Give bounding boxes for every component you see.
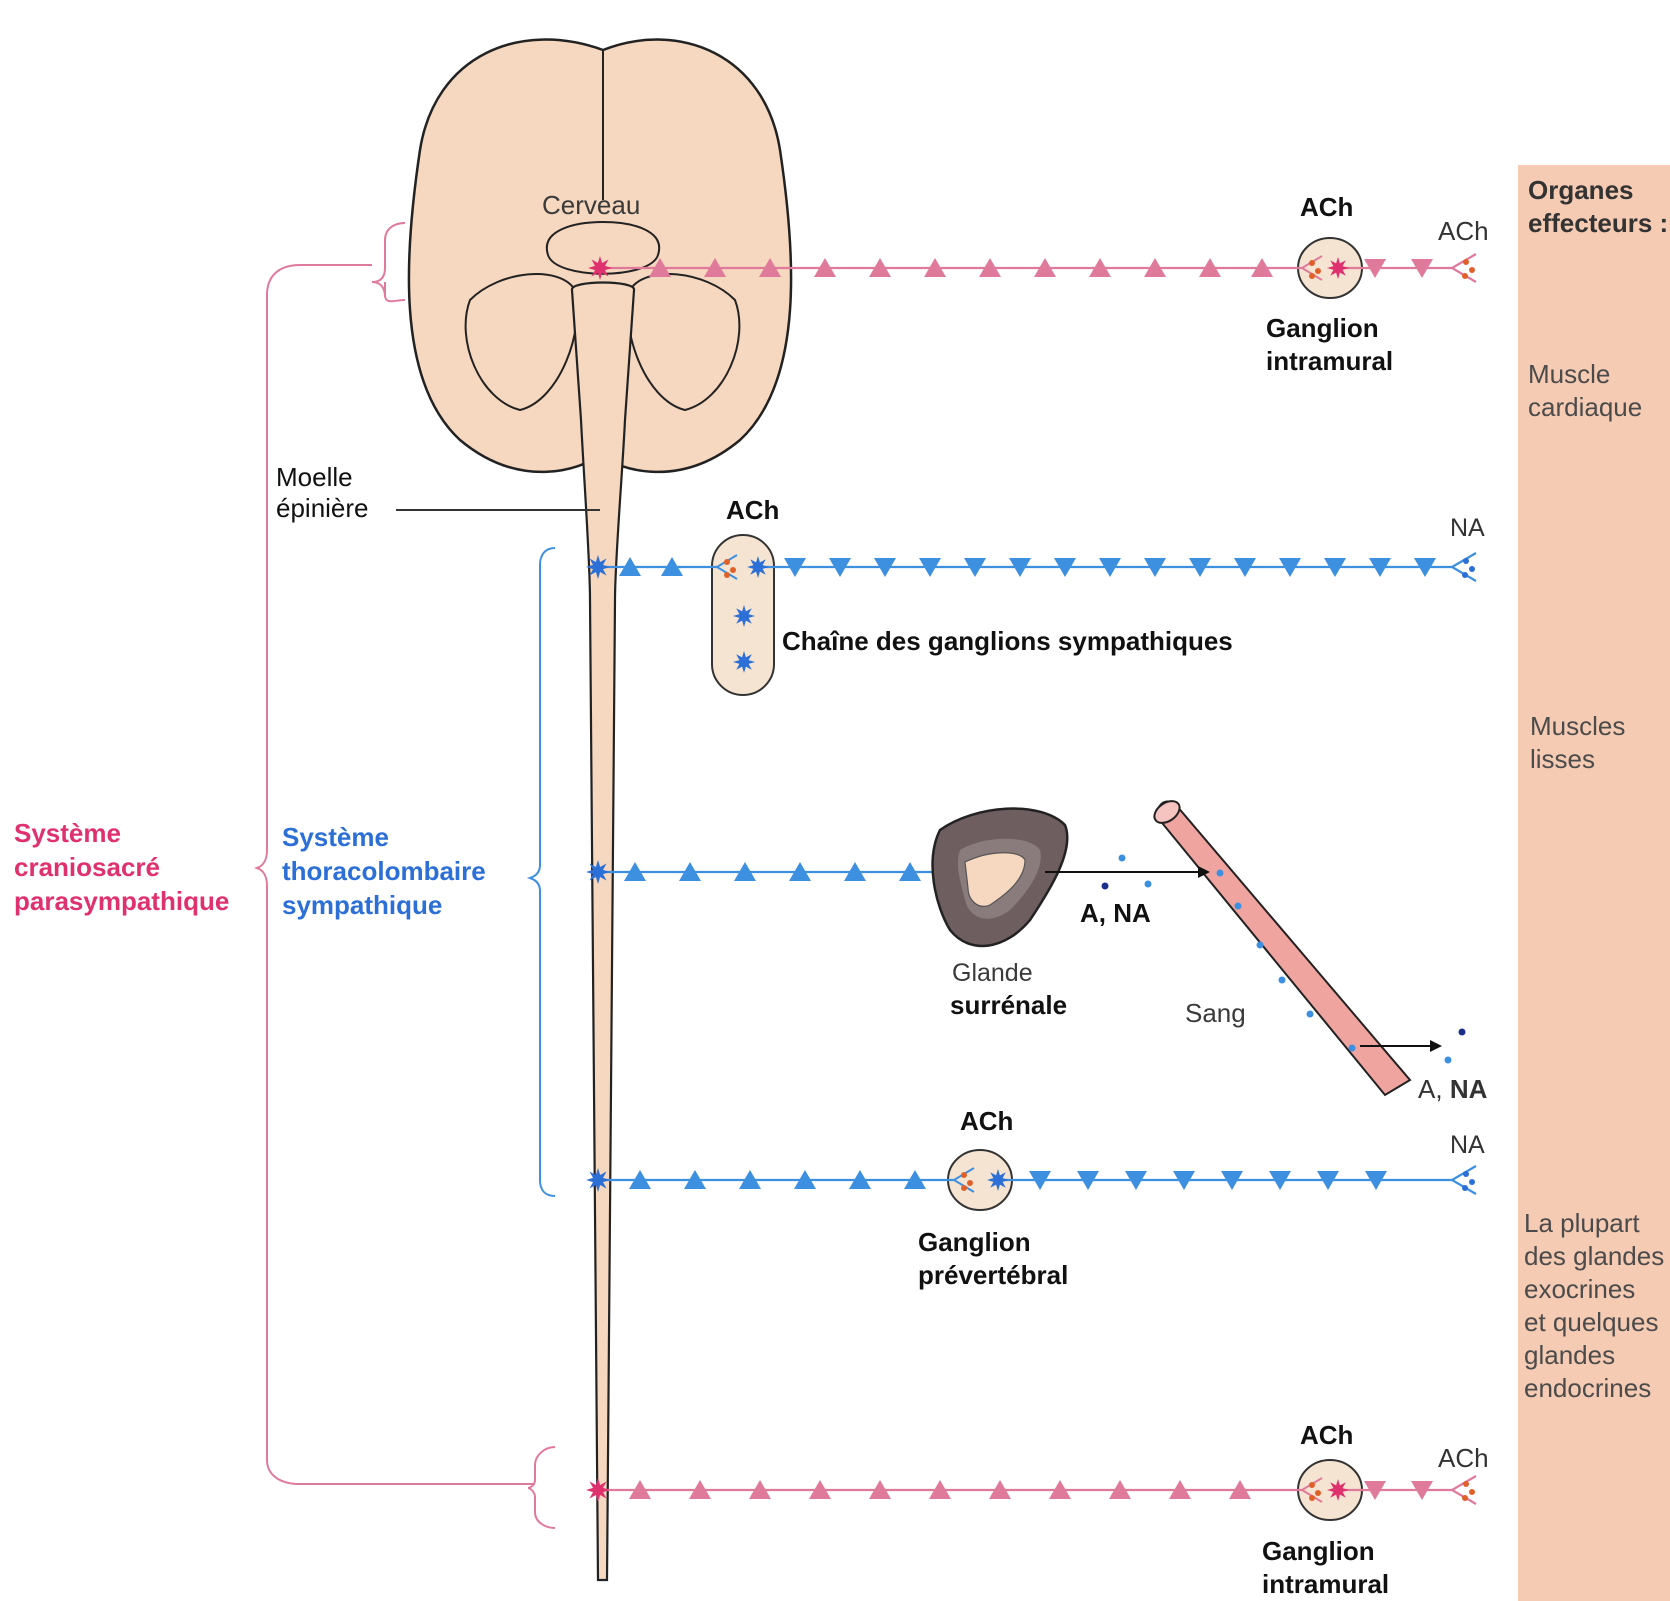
ach-label-top-ganglion: ACh [1300, 192, 1353, 223]
adrenal-release-label: A, NA [1080, 898, 1151, 929]
synapse-chain-vesicle [724, 559, 730, 565]
effector-glands: La plupart des glandes exocrines et quel… [1524, 1207, 1664, 1405]
sympathetic-system-label: Système thoracolombaire sympathique [282, 820, 486, 922]
effector-terminal-bottom-vesicle [1463, 1481, 1469, 1487]
synapse-chain-vesicle [724, 572, 730, 578]
spinal-cord-label: Moelle épinière [276, 462, 369, 524]
parasympathetic-system-label: Système craniosacré parasympathique [14, 816, 229, 918]
ach-label-bottom-ganglion: ACh [1300, 1420, 1353, 1451]
ganglion-neuron-top [1327, 257, 1349, 279]
synapse-top-ganglion-vesicle [1309, 273, 1315, 279]
neuron-cell-body-chain [586, 555, 610, 579]
ganglion-intramural-top-label: Ganglion intramural [1266, 312, 1393, 378]
synapse-bottom-ganglion-vesicle [1315, 1490, 1321, 1496]
ach-label-prevertebral: ACh [960, 1106, 1013, 1137]
sympathetic-bracket [530, 548, 555, 1196]
sympathetic-chain-label: Chaîne des ganglions sympathiques [782, 626, 1233, 657]
synapse-prevertebral-vesicle [961, 1172, 967, 1178]
effector-cardiac-muscle: Muscle cardiaque [1528, 358, 1642, 424]
effector-terminal-top-vesicle [1462, 273, 1468, 279]
effector-terminal-prevertebral-vesicle [1469, 1179, 1475, 1185]
synapse-bottom-ganglion-vesicle [1309, 1482, 1315, 1488]
effector-terminal-top-vesicle [1469, 267, 1475, 273]
ganglion-prevertebral-label: Ganglion prévertébral [918, 1226, 1068, 1292]
effector-terminal-prevertebral-vesicle [1462, 1185, 1468, 1191]
effector-terminal-bottom-vesicle [1462, 1495, 1468, 1501]
na-label-prevertebral-effector: NA [1450, 1130, 1485, 1160]
effector-terminal-chain-vesicle [1463, 558, 1469, 564]
ganglion-intramural-bottom-label: Ganglion intramural [1262, 1535, 1389, 1601]
synapse-prevertebral-vesicle [967, 1180, 973, 1186]
blood-release-label: A, NA [1418, 1074, 1487, 1105]
blood-vessel [1150, 797, 1410, 1095]
effector-terminal-prevertebral-vesicle [1463, 1171, 1469, 1177]
na-label-chain-effector: NA [1450, 513, 1485, 543]
neuron-cell-body-prevertebral [586, 1168, 610, 1192]
synapse-bottom-ganglion-vesicle [1309, 1495, 1315, 1501]
blood-label: Sang [1185, 998, 1246, 1029]
synapse-top-ganglion-vesicle [1315, 268, 1321, 274]
adrenal-gland [933, 809, 1068, 946]
ganglion-neuron-bottom [1327, 1479, 1349, 1501]
ganglion-neuron-chain-3 [733, 651, 755, 673]
effector-terminal-chain-vesicle [1469, 566, 1475, 572]
adrenal-gland-label-line1: Glande [952, 958, 1033, 988]
brain-label: Cerveau [542, 190, 640, 221]
effector-terminal-bottom-vesicle [1469, 1489, 1475, 1495]
spinal-cord [572, 283, 634, 1581]
ach-label-top-effector: ACh [1438, 216, 1489, 247]
synapse-top-ganglion-vesicle [1309, 260, 1315, 266]
ach-label-chain: ACh [726, 495, 779, 526]
adrenal-gland-label-line2: surrénale [950, 990, 1067, 1021]
effector-terminal-top-vesicle [1463, 259, 1469, 265]
effector-terminal-chain-vesicle [1462, 572, 1468, 578]
effectors-title: Organes effecteurs : [1528, 174, 1668, 240]
neuron-cell-body-bottom [586, 1478, 610, 1502]
ganglion-neuron-chain [747, 556, 769, 578]
effector-smooth-muscle: Muscles lisses [1530, 710, 1625, 776]
ach-label-bottom-effector: ACh [1438, 1443, 1489, 1474]
synapse-prevertebral-vesicle [961, 1185, 967, 1191]
ganglion-neuron-prevertebral [987, 1169, 1009, 1191]
ganglion-neuron-chain-2 [733, 605, 755, 627]
neuron-cell-body-adrenal [586, 860, 610, 884]
synapse-chain-vesicle [730, 567, 736, 573]
neuron-cell-body-top [588, 256, 612, 280]
